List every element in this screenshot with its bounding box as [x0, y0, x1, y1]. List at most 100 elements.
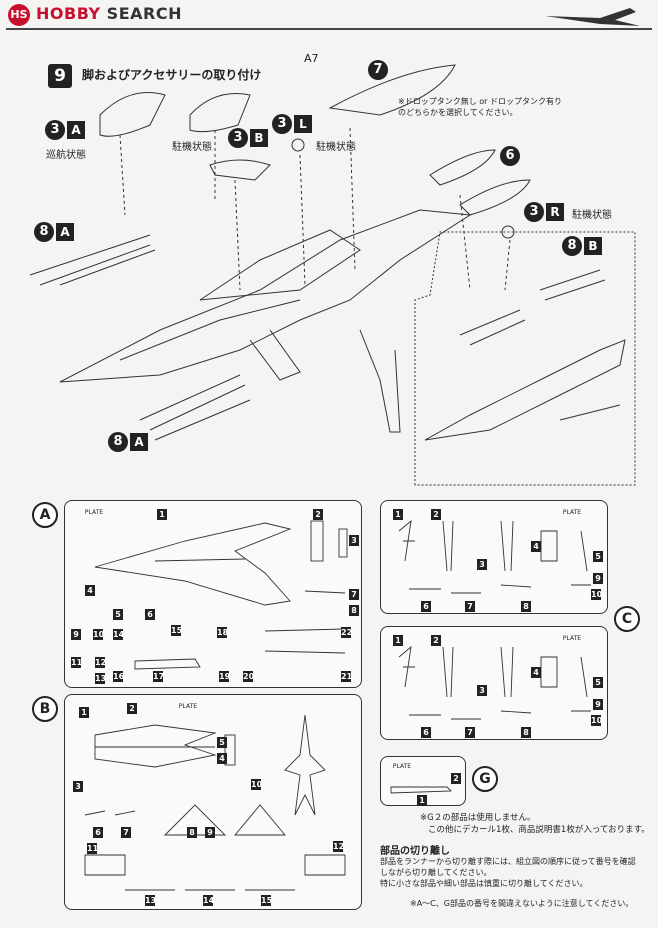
g2-unused-note: ※G２の部品は使用しません。 — [420, 813, 536, 823]
badge-3l-letter: L — [294, 115, 312, 133]
bottom-warning-note: ※A～C、G部品の番号を間違えないように注意してください。 — [410, 899, 634, 908]
plate-a-num-16: 16 — [113, 671, 125, 682]
plate-c2-num-3: 3 — [477, 685, 487, 696]
plate-g-letter: G — [472, 766, 498, 792]
badge-3b-num: 3 — [228, 128, 248, 148]
plate-a-num-17: 17 — [153, 671, 165, 682]
plate-c2-num-10: 10 — [591, 715, 603, 726]
badge-3a-letter: A — [67, 121, 85, 139]
part-6-badge: 6 — [500, 146, 520, 166]
plate-a-num-13: 13 — [95, 673, 107, 684]
plate-c-tag-2: PLATE — [562, 635, 582, 642]
plate-c2-num-1: 1 — [393, 635, 403, 646]
plate-b-num-7: 7 — [121, 827, 131, 838]
plate-a-num-21: 21 — [341, 671, 353, 682]
plate-a-art — [94, 520, 348, 670]
plate-c-panel-2: PLATE 1 2 3 4 5 6 7 8 9 10 — [380, 626, 608, 740]
plate-c1-num-1: 1 — [393, 509, 403, 520]
plate-c-letter: C — [614, 606, 640, 632]
plate-a-num-22: 22 — [341, 627, 353, 638]
part-7-badge: 7 — [368, 60, 388, 80]
plate-a-num-8: 8 — [349, 605, 359, 616]
brand-rest: SEARCH — [100, 4, 182, 23]
step-number: 9 — [48, 64, 72, 88]
badge-3b: 3 B — [228, 128, 268, 148]
plate-a-panel: PLATE 1 2 3 4 5 6 7 8 9 10 11 12 13 14 1… — [64, 500, 362, 688]
plate-b-num-8: 8 — [187, 827, 197, 838]
plate-b-letter: B — [32, 696, 58, 722]
cruise-state-label: 巡航状態 — [46, 150, 86, 161]
plate-b-num-9: 9 — [205, 827, 215, 838]
header-rule — [6, 28, 652, 30]
brand-name: HOBBY SEARCH — [36, 4, 182, 23]
plate-a-num-5: 5 — [113, 609, 123, 620]
plate-a-num-7: 7 — [349, 589, 359, 600]
plate-c1-num-9: 9 — [593, 573, 603, 584]
plate-a-num-3: 3 — [349, 535, 359, 546]
plate-g-num-2: 2 — [451, 773, 461, 784]
badge-3a: 3 A — [45, 120, 85, 140]
badge-8b: 8 B — [562, 236, 602, 256]
plate-b-num-13: 13 — [145, 895, 157, 906]
drop-tank-note: ※ドロップタンク無し or ドロップタンク有り のどちらかを選択してください。 — [398, 97, 562, 117]
badge-8b-letter: B — [584, 237, 602, 255]
badge-3a-num: 3 — [45, 120, 65, 140]
cut-parts-title: 部品の切り離し — [380, 846, 450, 857]
plate-a-num-20: 20 — [243, 671, 255, 682]
plate-b-num-2: 2 — [127, 703, 137, 714]
plate-c-art-1 — [398, 519, 591, 594]
plate-g-panel: PLATE 1 2 — [380, 756, 466, 806]
brand-logo: HS — [8, 4, 30, 26]
plate-a-num-11: 11 — [71, 657, 83, 668]
plate-a-num-2: 2 — [313, 509, 323, 520]
plate-a-num-1: 1 — [157, 509, 167, 520]
part-a7-label: A7 — [304, 52, 319, 65]
badge-8a-bottom-num: 8 — [108, 432, 128, 452]
plate-a-num-10: 10 — [93, 629, 105, 640]
badge-3r-letter: R — [546, 203, 564, 221]
plate-c2-num-5: 5 — [593, 677, 603, 688]
plate-c2-num-9: 9 — [593, 699, 603, 710]
badge-8a-top-letter: A — [56, 223, 74, 241]
plate-c1-num-3: 3 — [477, 559, 487, 570]
plate-c2-num-6: 6 — [421, 727, 431, 738]
page-header: HS HOBBY SEARCH — [0, 0, 658, 30]
badge-8a-top: 8 A — [34, 222, 74, 242]
decal-note: この他にデカール1枚、商品説明書1枚が入っております。 — [428, 825, 650, 835]
plate-a-num-14: 14 — [113, 629, 125, 640]
parking-state-b-label: 駐機状態 — [172, 142, 212, 153]
plate-g-num-1: 1 — [417, 795, 427, 806]
badge-3r-num: 3 — [524, 202, 544, 222]
parking-state-l-label: 駐機状態 — [316, 142, 356, 153]
plate-c1-num-2: 2 — [431, 509, 441, 520]
plate-a-num-4: 4 — [85, 585, 95, 596]
plate-g-tag: PLATE — [392, 763, 412, 770]
badge-8b-num: 8 — [562, 236, 582, 256]
plate-a-num-6: 6 — [145, 609, 155, 620]
plate-a-num-15: 15 — [171, 625, 183, 636]
plate-a-num-12: 12 — [95, 657, 107, 668]
plate-a-letter: A — [32, 502, 58, 528]
plate-b-num-10: 10 — [251, 779, 263, 790]
plate-b-panel: PLATE 1 2 3 4 5 6 7 8 9 10 11 12 13 14 1… — [64, 694, 362, 910]
plate-c1-num-8: 8 — [521, 601, 531, 612]
cut-parts-body: 部品をランナーから切り離す際には、組立図の順序に従って番号を確認 しながら切り離… — [380, 857, 636, 888]
plate-b-num-1: 1 — [79, 707, 89, 718]
plate-a-num-19: 19 — [219, 671, 231, 682]
badge-8a-bottom: 8 A — [108, 432, 148, 452]
plate-b-num-4: 4 — [217, 753, 227, 764]
plate-c2-num-7: 7 — [465, 727, 475, 738]
plate-c-tag-1: PLATE — [562, 509, 582, 516]
plate-c-art-2 — [398, 645, 591, 720]
plate-b-tag: PLATE — [178, 703, 198, 710]
plate-c-panel-1: PLATE 1 2 3 4 5 6 7 8 9 10 — [380, 500, 608, 614]
badge-8a-bottom-letter: A — [130, 433, 148, 451]
badge-3l-num: 3 — [272, 114, 292, 134]
plate-c1-num-5: 5 — [593, 551, 603, 562]
parking-state-r-label: 駐機状態 — [572, 210, 612, 221]
plate-b-num-5: 5 — [217, 737, 227, 748]
badge-3r: 3 R — [524, 202, 564, 222]
plate-a-tag: PLATE — [84, 509, 104, 516]
plate-a-num-9: 9 — [71, 629, 81, 640]
badge-3l: 3 L — [272, 114, 312, 134]
